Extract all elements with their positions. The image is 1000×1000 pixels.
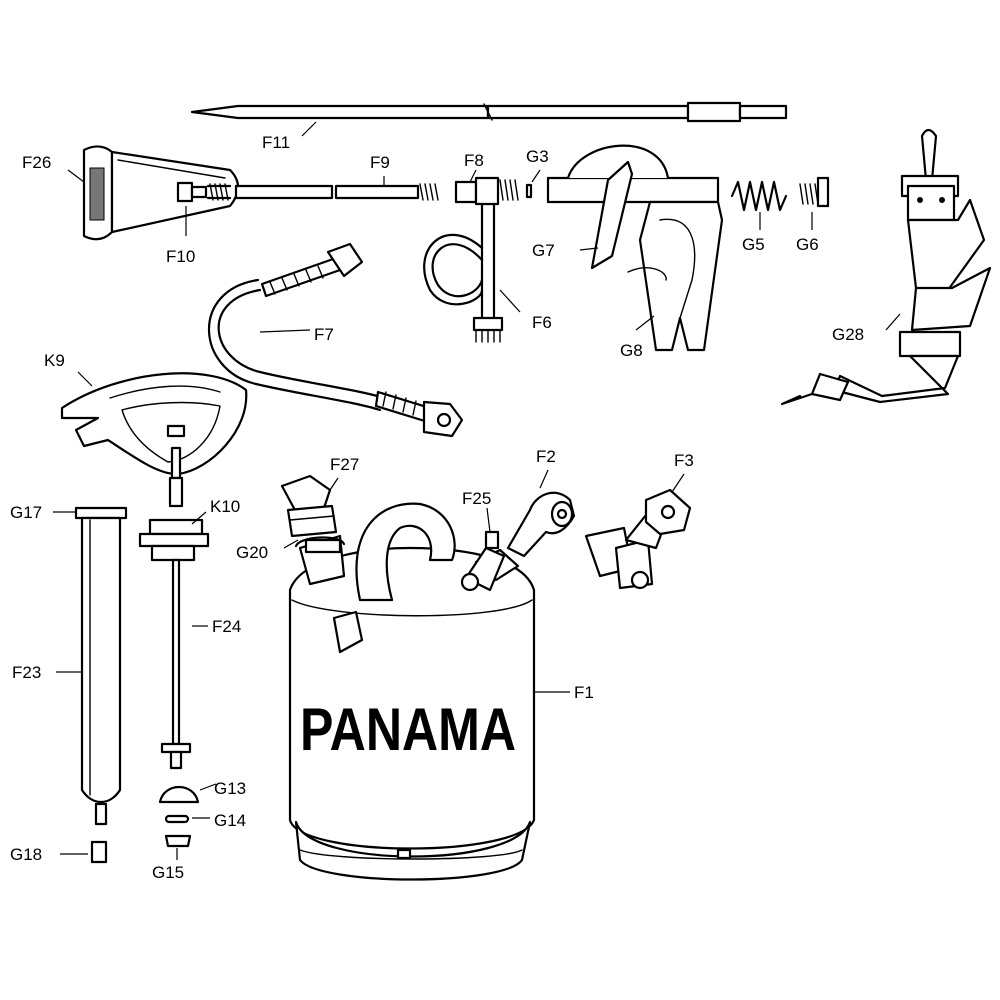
part-labels: F11 F26 F9 F10 F8 G3 G7 G5 G6 F6 G8 F7 G… <box>10 133 864 882</box>
part-g5-spring <box>730 180 788 212</box>
part-g18-valve <box>90 840 108 864</box>
label-g13: G13 <box>214 779 246 798</box>
part-g7-trigger <box>590 160 634 270</box>
label-g17: G17 <box>10 503 42 522</box>
part-f7-hose <box>208 242 464 438</box>
label-g8: G8 <box>620 341 643 360</box>
label-f8: F8 <box>464 151 484 170</box>
part-f3-shutoff <box>584 488 692 590</box>
part-f27-cap <box>280 474 338 538</box>
part-k9-handle <box>60 372 248 480</box>
part-f9-tube <box>206 183 439 201</box>
label-f25: F25 <box>462 489 491 508</box>
label-f9: F9 <box>370 153 390 172</box>
label-f24: F24 <box>212 617 241 636</box>
part-g6-cap <box>799 176 830 208</box>
label-f23: F23 <box>12 663 41 682</box>
part-f23-cylinder <box>74 506 128 826</box>
label-f1: F1 <box>574 683 594 702</box>
part-f24-rod <box>138 476 210 770</box>
part-g13-cup <box>158 786 200 804</box>
part-f6-coil <box>423 202 504 343</box>
label-k10: K10 <box>210 497 240 516</box>
part-f11-lance <box>190 101 788 123</box>
part-g14-washer <box>164 814 190 824</box>
label-g6: G6 <box>796 235 819 254</box>
label-g7: G7 <box>532 241 555 260</box>
label-f6: F6 <box>532 313 552 332</box>
label-g3: G3 <box>526 147 549 166</box>
label-g28: G28 <box>832 325 864 344</box>
part-g28-strap <box>780 128 992 406</box>
part-g15-nut <box>164 834 192 848</box>
label-g5: G5 <box>742 235 765 254</box>
part-f10-nut <box>176 181 208 203</box>
label-g18: G18 <box>10 845 42 864</box>
label-g15: G15 <box>152 863 184 882</box>
label-g14: G14 <box>214 811 246 830</box>
label-f10: F10 <box>166 247 195 266</box>
label-f27: F27 <box>330 455 359 474</box>
label-g20: G20 <box>236 543 268 562</box>
leader-lines <box>53 121 901 860</box>
label-f3: F3 <box>674 451 694 470</box>
part-g20-gasket <box>294 536 346 548</box>
part-f2-elbow <box>506 491 576 558</box>
label-f2: F2 <box>536 447 556 466</box>
label-f7: F7 <box>314 325 334 344</box>
label-f26: F26 <box>22 153 51 172</box>
part-f8-fitting <box>454 176 533 206</box>
label-k9: K9 <box>44 351 65 370</box>
tank-brand-text: PANAMA <box>300 696 516 763</box>
part-f1-tank <box>288 502 536 881</box>
label-f11: F11 <box>262 133 290 152</box>
part-f25-valve <box>460 530 506 592</box>
part-f26-nozzle <box>82 145 240 241</box>
part-g8-handle <box>546 144 724 352</box>
